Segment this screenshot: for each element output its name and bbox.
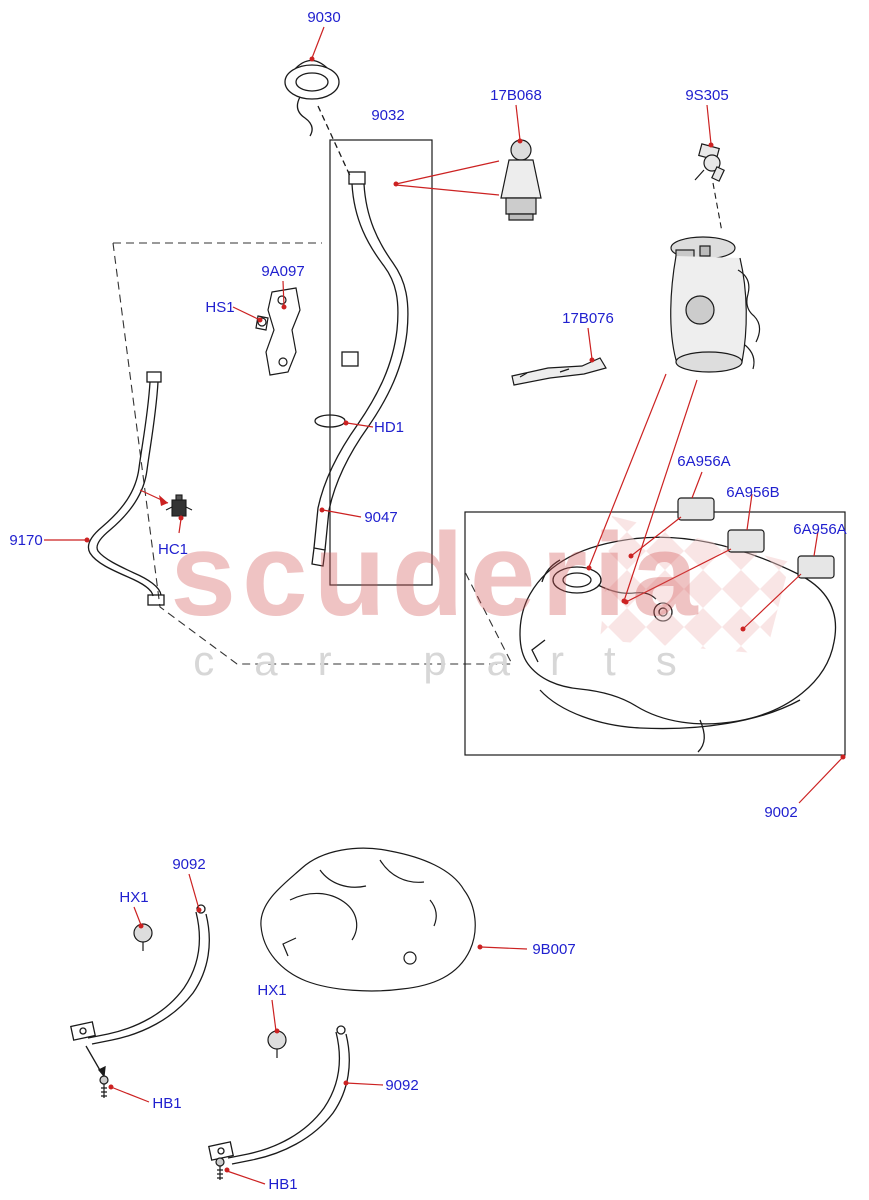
part-label-9002[interactable]: 9002 — [764, 804, 798, 821]
filler-pipe — [311, 171, 409, 567]
part-label-6a956a-2[interactable]: 6A956A — [793, 521, 847, 538]
part-label-9032[interactable]: 9032 — [371, 107, 405, 124]
valve-9s305 — [694, 143, 725, 182]
part-label-hc1[interactable]: HC1 — [157, 541, 189, 558]
part-label-9047[interactable]: 9047 — [364, 509, 398, 526]
fuel-filler-cap — [284, 59, 352, 179]
part-label-hb1-2[interactable]: HB1 — [268, 1176, 298, 1193]
foam-pads — [677, 497, 835, 579]
fuel-pump-module — [670, 236, 761, 373]
part-label-9170[interactable]: 9170 — [9, 532, 43, 549]
part-label-17b076[interactable]: 17B076 — [562, 310, 614, 327]
tank-strap-1 — [70, 904, 210, 1078]
clip-arrowhead — [159, 495, 168, 506]
bolt-hx1-1 — [133, 923, 153, 951]
part-label-9b007[interactable]: 9B007 — [532, 941, 576, 958]
part-label-hx1-2[interactable]: HX1 — [257, 982, 287, 999]
leader-lines — [44, 26, 844, 1185]
part-label-6a956b[interactable]: 6A956B — [726, 484, 780, 501]
bracket-9a097 — [255, 287, 301, 376]
part-label-9092-1[interactable]: 9092 — [172, 856, 206, 873]
bracket-17b076 — [511, 357, 607, 386]
screw-hb1-2 — [215, 1157, 225, 1180]
part-label-9s305[interactable]: 9S305 — [685, 87, 729, 104]
part-label-hb1-1[interactable]: HB1 — [152, 1095, 182, 1112]
part-label-9a097[interactable]: 9A097 — [261, 263, 305, 280]
assembly-group-dashed-lines — [112, 242, 513, 665]
fuel-tank-part-box — [464, 511, 846, 756]
filler-pipe-part-box — [329, 139, 433, 586]
part-label-hx1-1[interactable]: HX1 — [119, 889, 149, 906]
part-label-9092-2[interactable]: 9092 — [385, 1077, 419, 1094]
valve-to-pump-dashed-line — [712, 182, 723, 233]
clip-hc1 — [165, 494, 193, 517]
part-label-hs1[interactable]: HS1 — [205, 299, 235, 316]
heat-shield-9b007 — [260, 847, 476, 992]
part-label-17b068[interactable]: 17B068 — [490, 87, 542, 104]
bolt-hx1-2 — [267, 1030, 287, 1058]
fuel-pipe-9170 — [87, 371, 165, 606]
part-label-9030[interactable]: 9030 — [307, 9, 341, 26]
leader-dots — [84, 56, 846, 1173]
part-label-hd1[interactable]: HD1 — [373, 419, 405, 436]
screw-hb1-1 — [99, 1075, 109, 1098]
part-label-6a956a-1[interactable]: 6A956A — [677, 453, 731, 470]
tank-strap-2 — [208, 1025, 350, 1165]
funnel-17b068 — [500, 139, 542, 221]
